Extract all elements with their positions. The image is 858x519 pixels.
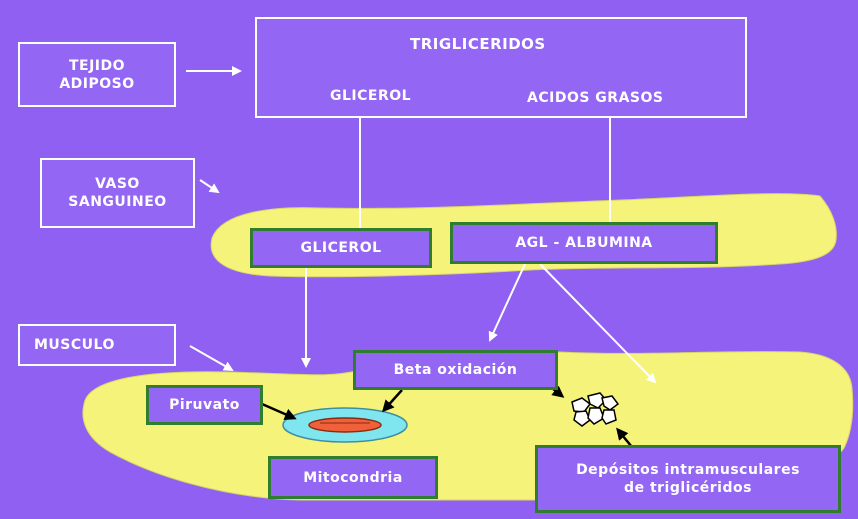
musculo-box: MUSCULO: [18, 324, 176, 366]
mitocondria-box: Mitocondria: [268, 456, 438, 499]
lipid-droplets-icon: [571, 392, 620, 427]
arrow-agl-to-deposits: [539, 263, 657, 384]
glicerol-vessel-box: GLICEROL: [250, 228, 432, 268]
arrow-piruvato-to-mito: [261, 402, 297, 420]
arrow-muscle: [189, 345, 234, 371]
trigliceridos-label: TRIGLICERIDOS: [410, 35, 546, 53]
piruvato-box: Piruvato: [146, 385, 263, 425]
acidos-grasos-label: ACIDOS GRASOS: [527, 90, 664, 106]
arrow-beta-to-mito: [381, 389, 403, 413]
tejido-adiposo-box: TEJIDO ADIPOSO: [18, 42, 176, 107]
trigliceridos-box: [255, 17, 747, 118]
agl-albumina-box: AGL - ALBUMINA: [450, 222, 718, 264]
mitochondria-inner: [308, 417, 382, 433]
arrow-agl-to-beta: [488, 263, 526, 342]
beta-oxidacion-box: Beta oxidación: [353, 350, 558, 390]
glicerol-top-label: GLICEROL: [330, 88, 412, 104]
vaso-sanguineo-box: VASO SANGUINEO: [40, 158, 195, 228]
arrow-vessel: [199, 179, 220, 194]
depositos-box: Depósitos intramusculares de triglicérid…: [535, 445, 841, 513]
